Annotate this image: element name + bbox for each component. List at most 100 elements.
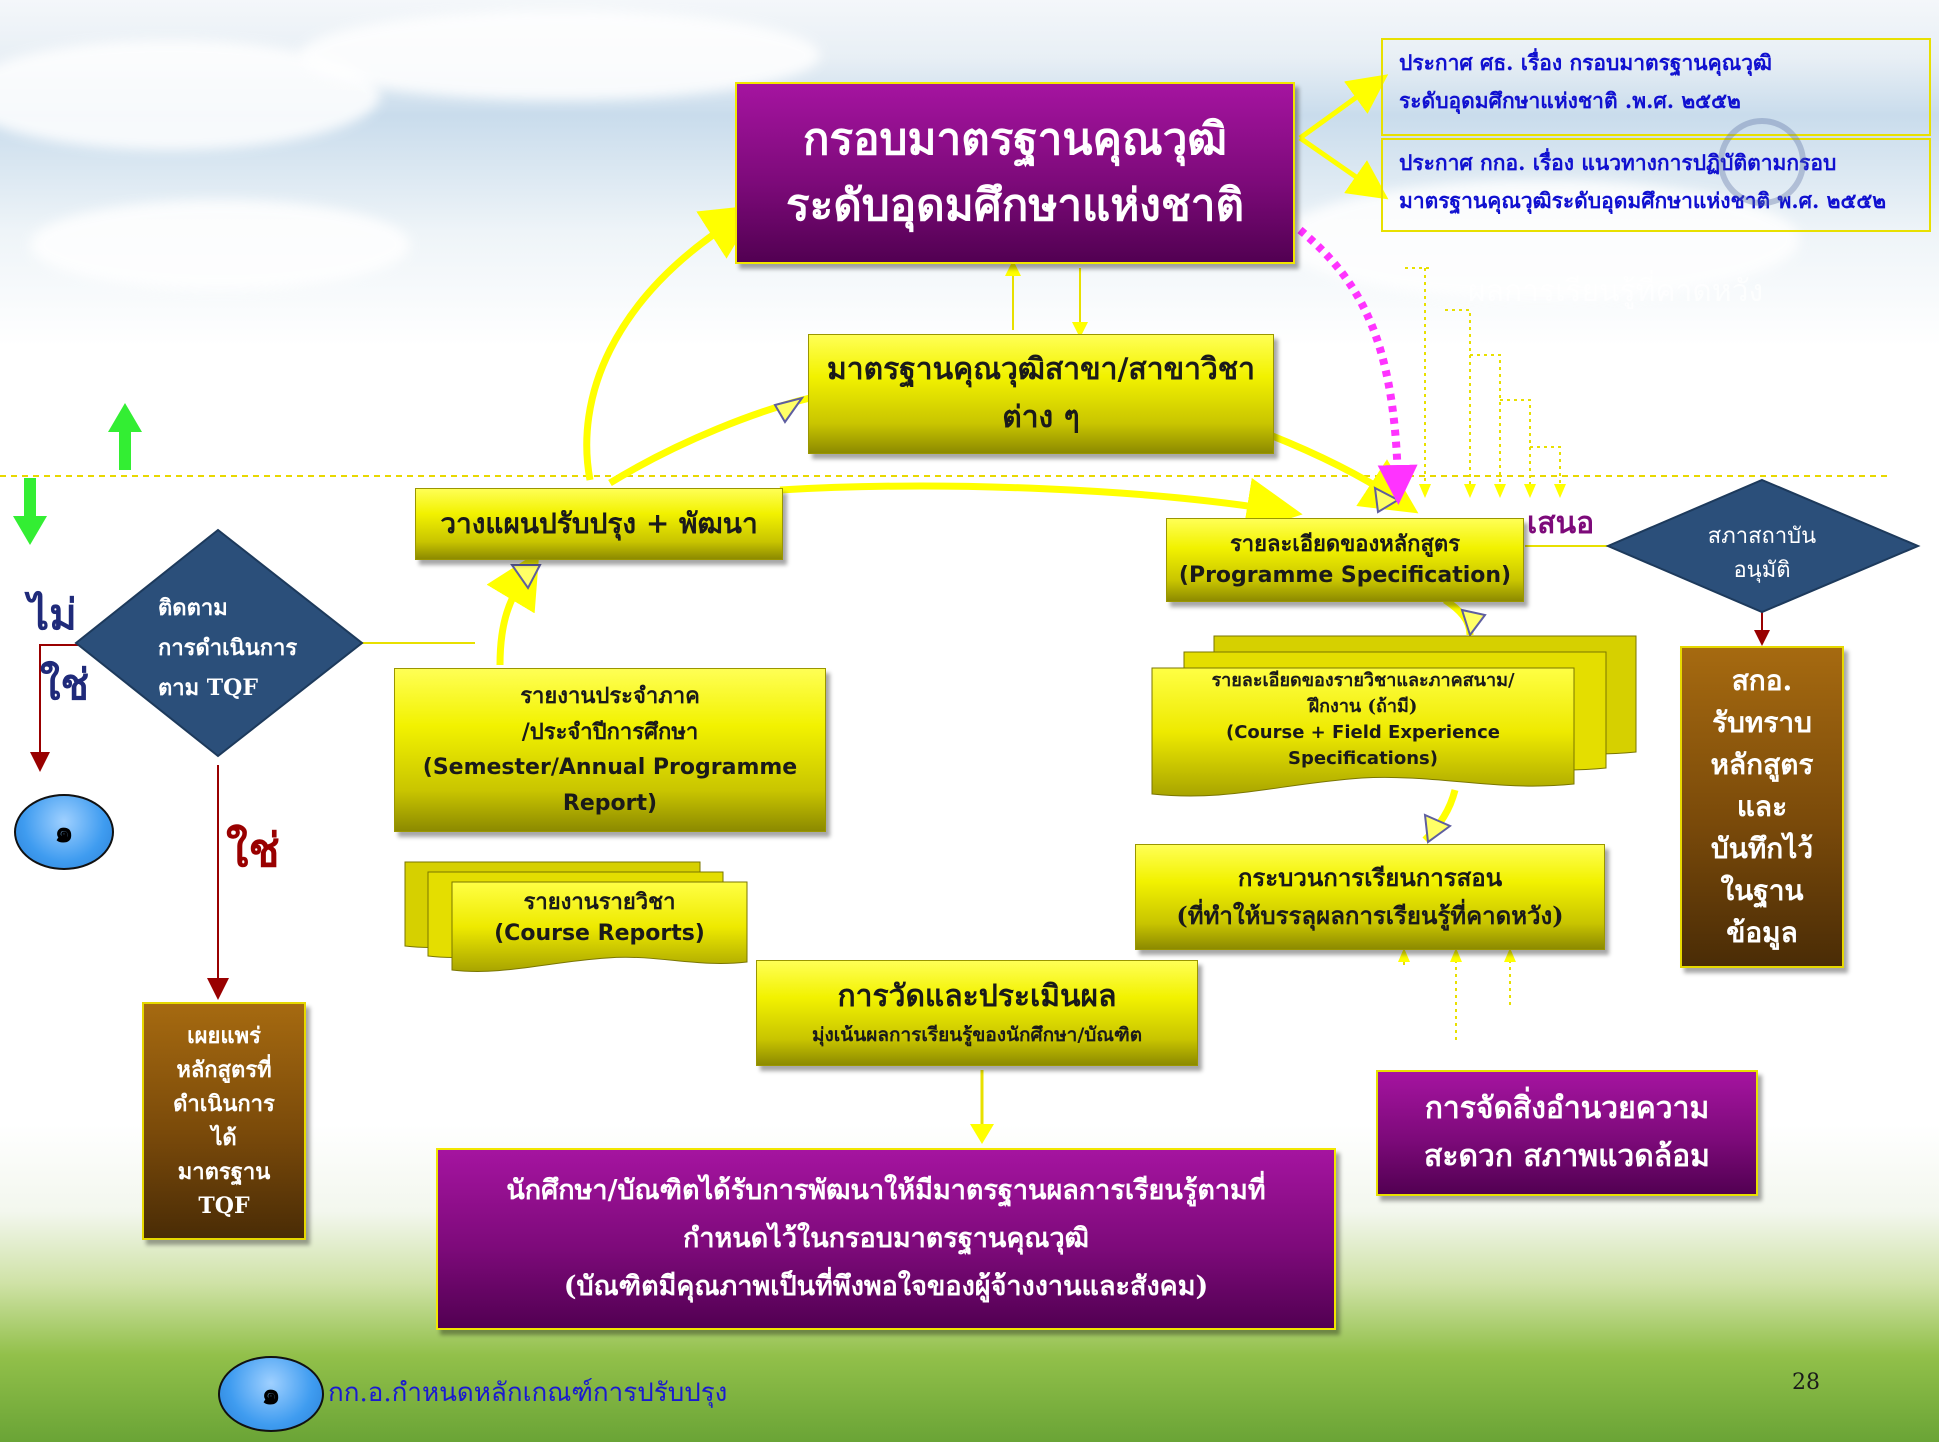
cloud (1280, 180, 1800, 300)
course-reports-text: รายงานรายวิชา (Course Reports) (452, 886, 747, 950)
faint-outcome-text: ผลการเรียนรู้ที่คาดหวัง (1468, 274, 1764, 309)
loop-arrowhead (1460, 608, 1487, 638)
dotted-input-heads (1398, 484, 1566, 962)
cloud (30, 200, 410, 290)
loop-arrow-plan-to-spec (779, 477, 1303, 534)
council-diamond (1605, 478, 1921, 614)
loop-arrow-report-to-plan (486, 550, 540, 666)
course-spec-line4: Specifications) (1288, 748, 1438, 769)
programme-spec-line2: (Programme Specification) (1178, 563, 1512, 588)
outcome-box: นักศึกษา/บัณฑิตได้รับการพัฒนาให้มีมาตรฐา… (436, 1148, 1336, 1330)
page-number: 28 (1792, 1370, 1820, 1395)
course-reports-line1: รายงานรายวิชา (523, 889, 676, 915)
ohec-line: รับทราบ (1712, 706, 1812, 739)
announcement-logo-icon (1718, 118, 1806, 206)
council-text: สภาสถาบัน อนุมัติ (1608, 520, 1916, 588)
annual-report-line1: รายงานประจำภาค (520, 683, 700, 709)
green-arrow-up-icon (108, 403, 142, 432)
ohec-box: สกอ. รับทราบ หลักสูตร และ บันทึกไว้ ในฐา… (1680, 646, 1844, 968)
green-arrow-up-shaft (119, 430, 131, 470)
arrow-to-announcement-1 (1298, 74, 1389, 141)
announcement-2-line1: ประกาศ กกอ. เรื่อง แนวทางการปฏิบัติตามกร… (1399, 150, 1837, 175)
course-spec-stack-front (1151, 667, 1575, 797)
field-standards-line2: ต่าง ๆ (1002, 400, 1080, 435)
ohec-line: ในฐาน (1720, 874, 1804, 907)
announcement-2-line2: มาตรฐานคุณวุฒิระดับอุดมศึกษาแห่งชาติ พ.ศ… (1399, 188, 1887, 213)
monitor-text: ติดตาม การดำเนินการ ตาม TQF (158, 588, 297, 708)
arrow-monitor-to-publish-head (207, 978, 229, 1000)
course-report-stack-front (451, 881, 748, 972)
assessment-line1: การวัดและประเมินผล (837, 979, 1117, 1014)
course-spec-line3: (Course + Field Experience (1226, 722, 1500, 743)
footer-text: กก.อ.กำหนดหลักเกณฑ์การปรับปรุง (328, 1378, 728, 1408)
publish-box: เผยแพร่ หลักสูตรที่ ดำเนินการ ได้ มาตรฐา… (142, 1002, 306, 1240)
tqf-title-box: กรอบมาตรฐานคุณวุฒิ ระดับอุดมศึกษาแห่งชาต… (735, 82, 1295, 264)
programme-spec-line1: รายละเอียดของหลักสูตร (1229, 531, 1461, 557)
loop-arrowhead (773, 396, 805, 424)
teaching-box: กระบวนการเรียนการสอน (ที่ทำให้บรรลุผลการ… (1135, 844, 1605, 950)
monitor-diamond (74, 528, 364, 758)
cloud (300, 10, 820, 100)
publish-line: ดำเนินการ (173, 1091, 275, 1117)
ohec-line: หลักสูตร (1710, 748, 1814, 781)
arrow-to-announcement-2 (1298, 135, 1389, 200)
annual-report-line3: (Semester/Annual Programme (422, 755, 798, 780)
outcome-line3: (บัณฑิตมีคุณภาพเป็นที่พึงพอใจของผู้จ้างง… (563, 1271, 1209, 1302)
facilities-line1: การจัดสิ่งอำนวยความ (1424, 1091, 1710, 1126)
teaching-line2: (ที่ทำให้บรรลุผลการเรียนรู้ที่คาดหวัง) (1176, 901, 1564, 930)
annual-report-line4: Report) (562, 791, 658, 816)
footer-circle-1: ๑ (218, 1356, 324, 1432)
annual-report-line2: /ประจำปีการศึกษา (521, 719, 699, 745)
assessment-line2: มุ่งเน้นผลการเรียนรู้ของนักศึกษา/บัณฑิต (811, 1024, 1143, 1046)
outcome-line1: นักศึกษา/บัณฑิตได้รับการพัฒนาให้มีมาตรฐา… (506, 1175, 1266, 1206)
programme-spec-box: รายละเอียดของหลักสูตร (Programme Specifi… (1166, 518, 1524, 602)
field-standards-box: มาตรฐานคุณวุฒิสาขา/สาขาวิชา ต่าง ๆ (808, 334, 1274, 454)
teaching-line1: กระบวนการเรียนการสอน (1237, 863, 1503, 892)
monitor-line2: การดำเนินการ (158, 635, 298, 661)
arrow-assess-to-outcome-head (970, 1124, 994, 1144)
green-arrow-down-icon (13, 516, 47, 545)
assessment-box: การวัดและประเมินผล มุ่งเน้นผลการเรียนรู้… (756, 960, 1198, 1066)
tqf-title-line2: ระดับอุดมศึกษาแห่งชาติ (785, 180, 1245, 231)
plan-label: วางแผนปรับปรุง + พัฒนา (440, 507, 758, 540)
ohec-line: สกอ. (1731, 664, 1793, 697)
course-spec-line2: ฝึกงาน (ถ้ามี) (1308, 696, 1418, 717)
ohec-line: ข้อมูล (1726, 916, 1798, 949)
yes-label: ใช่ (40, 660, 90, 709)
council-line2: อนุมัติ (1733, 558, 1791, 583)
tqf-title-line1: กรอบมาตรฐานคุณวุฒิ (802, 114, 1228, 165)
publish-line: เผยแพร่ (187, 1023, 261, 1049)
publish-line: หลักสูตรที่ (176, 1057, 272, 1083)
announcement-1-line2: ระดับอุดมศึกษาแห่งชาติ .พ.ศ. ๒๕๕๒ (1399, 88, 1741, 113)
publish-line: TQF (198, 1193, 250, 1219)
loop-arrow-up-left (583, 204, 759, 481)
monitor-line3: ตาม TQF (158, 675, 258, 701)
annual-report-box: รายงานประจำภาค /ประจำปีการศึกษา (Semeste… (394, 668, 826, 832)
council-line1: สภาสถาบัน (1707, 524, 1817, 549)
publish-line: มาตรฐาน (177, 1159, 271, 1185)
plan-box: วางแผนปรับปรุง + พัฒนา (415, 488, 783, 560)
facilities-box: การจัดสิ่งอำนวยความ สะดวก สภาพแวดล้อม (1376, 1070, 1758, 1196)
field-standards-line1: มาตรฐานคุณวุฒิสาขา/สาขาวิชา (827, 352, 1255, 387)
connector-circle-1: ๑ (14, 794, 114, 870)
ohec-line: บันทึกไว้ (1710, 832, 1814, 865)
publish-line: ได้ (211, 1125, 237, 1151)
announcement-1-line1: ประกาศ ศธ. เรื่อง กรอบมาตรฐานคุณวุฒิ (1399, 50, 1772, 75)
loop-arrowhead (1423, 813, 1452, 844)
yes-label-down: ใช่ (226, 823, 280, 877)
facilities-line2: สะดวก สภาพแวดล้อม (1424, 1139, 1710, 1174)
course-spec-text: รายละเอียดของรายวิชาและภาคสนาม/ ฝึกงาน (… (1152, 668, 1574, 772)
announcement-2: ประกาศ กกอ. เรื่อง แนวทางการปฏิบัติตามกร… (1381, 138, 1931, 232)
green-arrow-down-shaft (24, 478, 36, 518)
announcement-1: ประกาศ ศธ. เรื่อง กรอบมาตรฐานคุณวุฒิ ระด… (1381, 38, 1931, 136)
course-reports-line2: (Course Reports) (494, 921, 705, 946)
arrow-no-path-head (30, 752, 50, 772)
propose-label: เสนอ (1527, 506, 1595, 541)
ohec-line: และ (1736, 790, 1788, 823)
monitor-line1: ติดตาม (158, 595, 228, 621)
no-label: ไม่ (28, 590, 77, 639)
outcome-line2: กำหนดไว้ในกรอบมาตรฐานคุณวุฒิ (682, 1223, 1090, 1254)
loop-arrowhead (510, 564, 542, 590)
